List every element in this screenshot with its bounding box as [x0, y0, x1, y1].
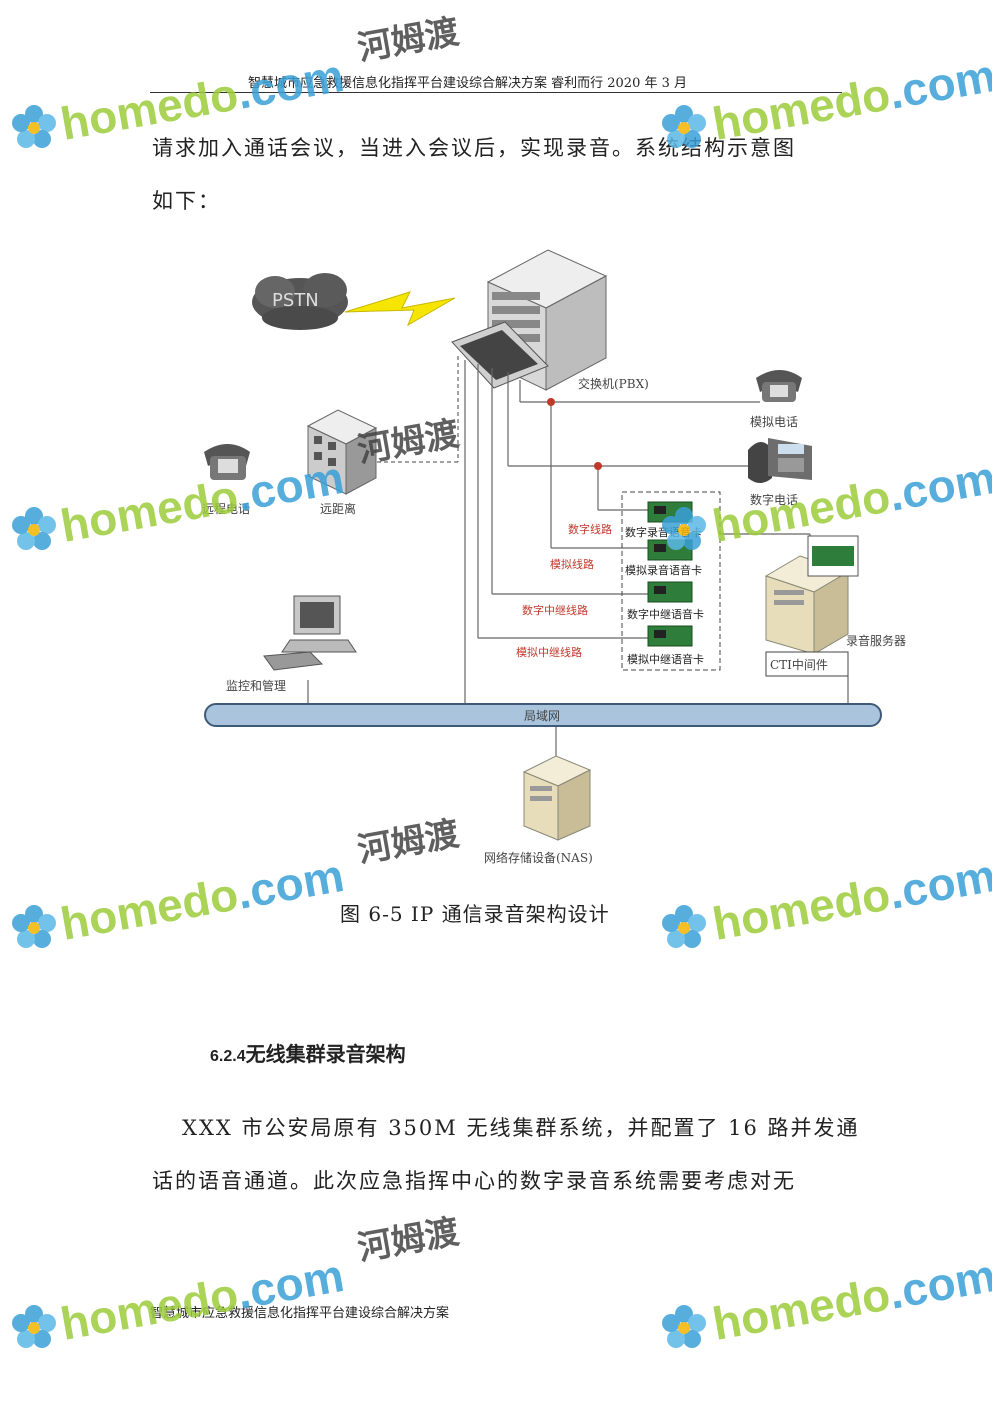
analog-phone-icon: [756, 370, 802, 402]
recording-server-icon: [764, 535, 859, 655]
junction-dot: [547, 398, 555, 406]
section-heading: 6.2.4无线集群录音架构: [210, 1038, 406, 1067]
digital-trunk-label: 数字中继线路: [522, 603, 588, 617]
lightning-icon: [344, 291, 456, 327]
header-rule: [150, 92, 842, 93]
remote-phone-label: 远程电话: [202, 501, 250, 516]
page-header: 智慧城市应急救援信息化指挥平台建设综合解决方案 睿利而行 2020 年 3 月: [248, 76, 688, 91]
remote-label: 远距离: [320, 501, 356, 516]
card-digital-recording: 数字录音语音卡: [625, 525, 702, 539]
card-analog-trunk: 模拟中继语音卡: [627, 652, 704, 666]
body-para-2-line-1: XXX 市公安局原有 350M 无线集群系统，并配置了 16 路并发通: [182, 1116, 860, 1140]
junction-dot: [594, 462, 602, 470]
lan-label: 局域网: [524, 709, 560, 723]
building-icon: [306, 409, 378, 495]
lan-bus: [204, 703, 882, 727]
card-analog-recording: 模拟录音语音卡: [625, 563, 702, 577]
body-line-2: 如下：: [152, 189, 221, 213]
digital-phone-label: 数字电话: [750, 492, 798, 507]
pstn-cloud: PSTN: [252, 273, 348, 330]
card-digital-trunk: 数字中继语音卡: [627, 607, 704, 621]
analog-trunk-label: 模拟中继线路: [516, 645, 582, 659]
figure-caption: 图 6-5 IP 通信录音架构设计: [340, 902, 610, 926]
monitor-label: 监控和管理: [226, 678, 286, 693]
voice-card-group: [621, 491, 721, 671]
recording-server-label: 录音服务器: [846, 633, 906, 648]
cti-box: [765, 651, 849, 677]
computer-icon: [263, 595, 357, 671]
section-number: 6.2.4: [210, 1048, 246, 1065]
section-title: 无线集群录音架构: [245, 1042, 406, 1066]
body-para-2-line-2: 话的语音通道。此次应急指挥中心的数字录音系统需要考虑对无: [152, 1169, 796, 1193]
pbx-label: 交换机(PBX): [578, 376, 649, 391]
digital-phone-icon: [748, 438, 812, 483]
remote-phone-icon: [204, 444, 250, 480]
nas-icon: [522, 755, 592, 841]
remote-dashed-line: [360, 356, 459, 463]
analog-phone-label: 模拟电话: [750, 415, 798, 429]
digital-line-label: 数字线路: [568, 522, 612, 536]
nas-label: 网络存储设备(NAS): [484, 850, 593, 865]
cti-label: CTI中间件: [770, 657, 828, 672]
pbx-switch: [451, 249, 608, 391]
page-footer: 智慧城市应急救援信息化指挥平台建设综合解决方案: [150, 1306, 450, 1321]
analog-line-label: 模拟线路: [550, 557, 594, 571]
pstn-label: PSTN: [272, 290, 319, 311]
